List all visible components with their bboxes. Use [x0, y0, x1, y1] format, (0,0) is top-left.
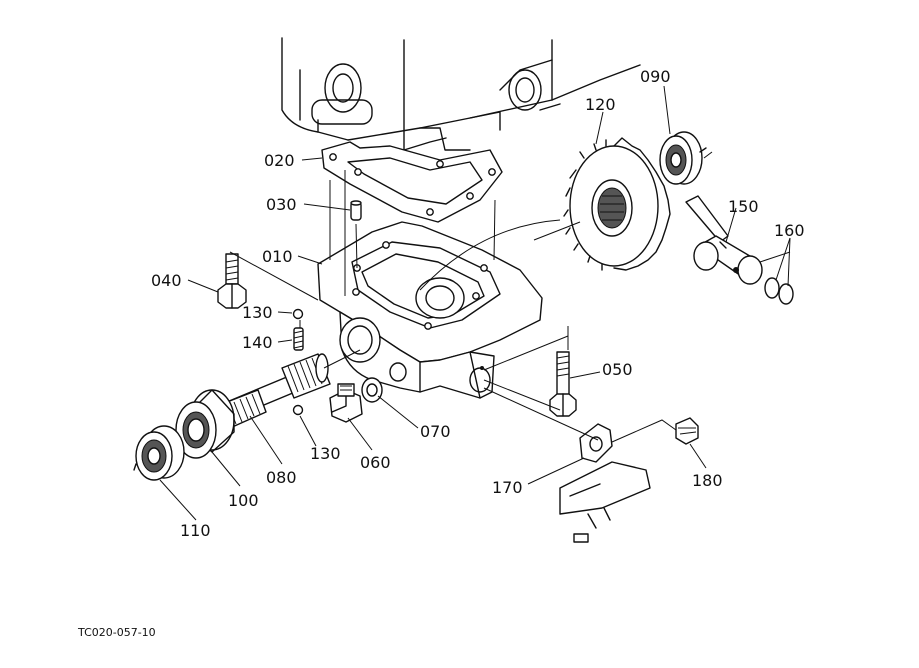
label-leaders — [159, 85, 791, 521]
label-170: 170 — [492, 478, 523, 497]
label-150: 150 — [728, 197, 759, 216]
idler-shaft-150 — [685, 195, 763, 285]
dowel-pin — [350, 200, 362, 221]
o-rings-160 — [764, 277, 794, 305]
spring-140 — [293, 327, 304, 351]
gear-case-housing — [317, 221, 543, 399]
gasket-170 — [579, 423, 613, 463]
bolt-180 — [675, 417, 699, 445]
label-030: 030 — [266, 195, 297, 214]
washer-070 — [361, 377, 383, 403]
assembly-lines — [229, 151, 791, 443]
part-labels: 020 030 010 040 130 140 120 090 150 160 … — [77, 67, 805, 639]
label-130-lower: 130 — [310, 444, 341, 463]
bolt-050 — [549, 351, 577, 417]
bearing-090 — [659, 131, 707, 185]
label-160: 160 — [774, 221, 805, 240]
drawing-code: TC020-057-10 — [77, 626, 156, 639]
engine-block — [281, 37, 641, 151]
label-100: 100 — [228, 491, 259, 510]
label-020: 020 — [264, 151, 295, 170]
label-050: 050 — [602, 360, 633, 379]
bearing-110 — [133, 425, 185, 481]
check-ball-lower — [292, 404, 304, 416]
label-120: 120 — [585, 95, 616, 114]
label-060: 060 — [360, 453, 391, 472]
label-090: 090 — [640, 67, 671, 86]
label-010: 010 — [262, 247, 293, 266]
label-140: 140 — [242, 333, 273, 352]
check-ball-upper — [292, 308, 304, 320]
label-110: 110 — [180, 521, 211, 540]
plug-060 — [329, 383, 363, 423]
label-180: 180 — [692, 471, 723, 490]
label-040: 040 — [151, 271, 182, 290]
idler-gear-120 — [563, 137, 671, 271]
bearing-100 — [175, 389, 235, 459]
label-130-upper: 130 — [242, 303, 273, 322]
label-080: 080 — [266, 468, 297, 487]
label-070: 070 — [420, 422, 451, 441]
cover-plate — [559, 461, 651, 543]
gasket — [321, 141, 503, 223]
bolt-040 — [217, 253, 247, 309]
shaft-080 — [217, 353, 331, 429]
